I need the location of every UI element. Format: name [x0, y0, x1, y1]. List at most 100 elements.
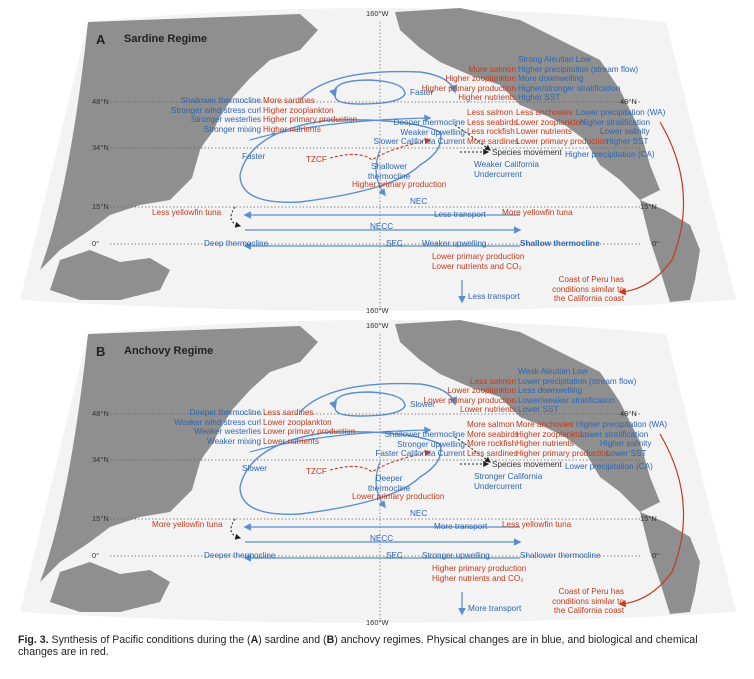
peru-comparison-text: conditions similar to	[552, 284, 624, 294]
tuna-movement-arrow	[230, 518, 242, 540]
equatorial-transport-label: Less transport	[434, 210, 486, 219]
nec-label: NEC	[410, 197, 428, 206]
longitude-label-bottom: 160°W	[366, 306, 389, 315]
tuna-movement-arrow	[230, 206, 242, 228]
north-america-landmass	[395, 8, 660, 200]
coastal-physical-text: Lower precipitation (WA)	[576, 108, 666, 117]
panel-title: Sardine Regime	[124, 33, 208, 45]
necc-label: NECC	[370, 222, 394, 231]
lat-0-label-east: 0°	[652, 551, 660, 560]
coastal-biological-text: Less rockfish	[467, 127, 515, 137]
lat-0-label-east: 0°	[652, 239, 660, 248]
subtropical-physical-text: Deeper thermocline	[367, 474, 411, 493]
aleutian-physical-text: Higher precipitation (stream flow)	[518, 64, 639, 74]
west-biological-text: Higher primary production	[263, 115, 358, 125]
kuroshio-arrow	[249, 114, 432, 141]
peru-comparison-text: Coast of Peru has	[558, 275, 624, 284]
japan-landmass	[198, 95, 222, 142]
coastal-precipitation-ca: Lower precipitation (CA)	[565, 462, 653, 471]
subpolar-gyre-arrow	[334, 79, 406, 105]
equatorial-biological-text: Higher primary production	[432, 564, 527, 573]
lat-0-label-west: 0°	[92, 551, 100, 560]
coastal-biological-text: Less sardines	[467, 448, 518, 458]
coastal-precipitation-ca: Higher precipitation (CA)	[565, 150, 655, 159]
aleutian-physical-text: Lower SST	[518, 405, 559, 415]
equatorial-upwelling-label: Weaker upwelling	[422, 239, 487, 248]
tzcf-label: TZCF	[306, 155, 327, 164]
asia-landmass	[40, 326, 318, 582]
coastal-biological-text: More sardines	[467, 136, 519, 146]
california-current-physical-text: Stronger upwelling	[397, 439, 465, 449]
alaska-gyre-arrow	[299, 382, 457, 413]
south-transport-label: Less transport	[468, 292, 520, 301]
west-physical-text: Weaker mixing	[207, 436, 261, 446]
california-current-physical-text: Weaker upwelling	[400, 127, 465, 137]
west-physical-text: Deeper thermocline	[189, 408, 261, 417]
tzcf-arrow	[329, 449, 432, 473]
subtropical-biological-text: Lower primary production	[352, 492, 445, 501]
west-physical-text: Stronger wind stress curl	[170, 105, 261, 115]
west-biological-text: Lower zooplankton	[263, 417, 332, 427]
peru-comparison-text: conditions similar to	[552, 596, 624, 606]
west-biological-text: More sardines	[263, 96, 315, 105]
gulf-biological-text: Higher zooplankton	[445, 74, 516, 84]
tzcf-label: TZCF	[306, 467, 327, 476]
equatorial-biological-text: Lower nutrients and CO₂	[432, 261, 522, 271]
lat-15-label-east: 15°N	[640, 514, 657, 523]
peru-comparison-text: Coast of Peru has	[558, 587, 624, 596]
west-biological-text: Higher nutrients	[263, 124, 321, 134]
equatorial-biological-text: Lower primary production	[432, 252, 525, 261]
subpolar-gyre-speed: Faster	[410, 88, 434, 97]
coastal-biological-text: Less salmon	[467, 108, 513, 117]
sec-label: SEC	[386, 551, 403, 560]
coastal-biological-text-2: Lower nutrients	[516, 127, 572, 137]
subtropical-physical-text: Shallower thermocline	[367, 162, 411, 181]
panel-title: Anchovy Regime	[124, 345, 214, 357]
coastal-biological-text-2: Higher zooplankton	[516, 429, 587, 439]
equatorial-biological-text: Higher nutrients and CO₂	[432, 573, 524, 583]
lat-34-label-west: 34°N	[92, 455, 109, 464]
california-undercurrent-label: Weaker California Undercurrent	[474, 160, 539, 179]
inner-gyre-arrow	[375, 461, 386, 509]
west-biological-text: Lower nutrients	[263, 436, 319, 446]
subtropical-gyre-arrow	[239, 431, 442, 515]
coastal-biological-text-2: Lower primary production	[516, 136, 609, 146]
aleutian-physical-text: Lower/weaker stratification	[518, 395, 615, 405]
gulf-biological-text: Lower nutrients	[460, 405, 516, 415]
gulf-biological-text: Lower zooplankton	[447, 386, 516, 396]
coastal-physical-text: Higher precipitation (WA)	[576, 420, 668, 429]
coastal-biological-text: More salmon	[467, 420, 515, 429]
coastal-biological-text: More rockfish	[467, 439, 517, 449]
caption-a: A	[250, 634, 259, 646]
figure-caption: Fig. 3. Synthesis of Pacific conditions …	[18, 634, 738, 659]
west-physical-text: Weaker wind stress curl	[174, 417, 261, 427]
east-thermocline-label: Shallow thermocline	[520, 239, 600, 248]
caption-text-1: Synthesis of Pacific conditions during t…	[48, 634, 251, 646]
caption-b: B	[326, 634, 335, 646]
coastal-biological-text-2: Less anchovies	[516, 108, 573, 117]
west-physical-text: Stronger mixing	[203, 124, 261, 134]
aleutian-physical-text: Higher SST	[518, 93, 561, 103]
map-svg	[20, 320, 736, 623]
aleutian-physical-text: Less downwelling	[518, 386, 583, 396]
california-undercurrent-label: Stronger California Undercurrent	[474, 472, 543, 491]
subtropical-gyre-speed: Faster	[242, 152, 266, 161]
kuroshio-arrow	[249, 426, 432, 453]
coastal-physical-text: Higher stratification	[580, 117, 651, 127]
peru-comparison-text: the California coast	[553, 294, 624, 304]
subtropical-gyre-speed: Slower	[242, 464, 268, 473]
alaska-gyre-arrow	[299, 70, 457, 101]
lat-15-label-west: 15°N	[92, 202, 109, 211]
subpolar-gyre-speed: Slower	[410, 400, 436, 409]
coastal-biological-text: Less seabirds	[467, 117, 518, 127]
caption-text-2: ) sardine and (	[258, 634, 327, 646]
gulf-biological-text: Higher nutrients	[458, 93, 516, 103]
gulf-biological-text: Lower primary production	[423, 395, 516, 405]
coastal-physical-text: Lower SST	[606, 448, 647, 458]
peru-connection-arrow	[618, 433, 685, 608]
california-current-physical-text: Slower California Current	[373, 137, 465, 147]
subtropical-biological-text: Higher primary production	[352, 180, 447, 189]
japan-landmass	[198, 407, 222, 454]
